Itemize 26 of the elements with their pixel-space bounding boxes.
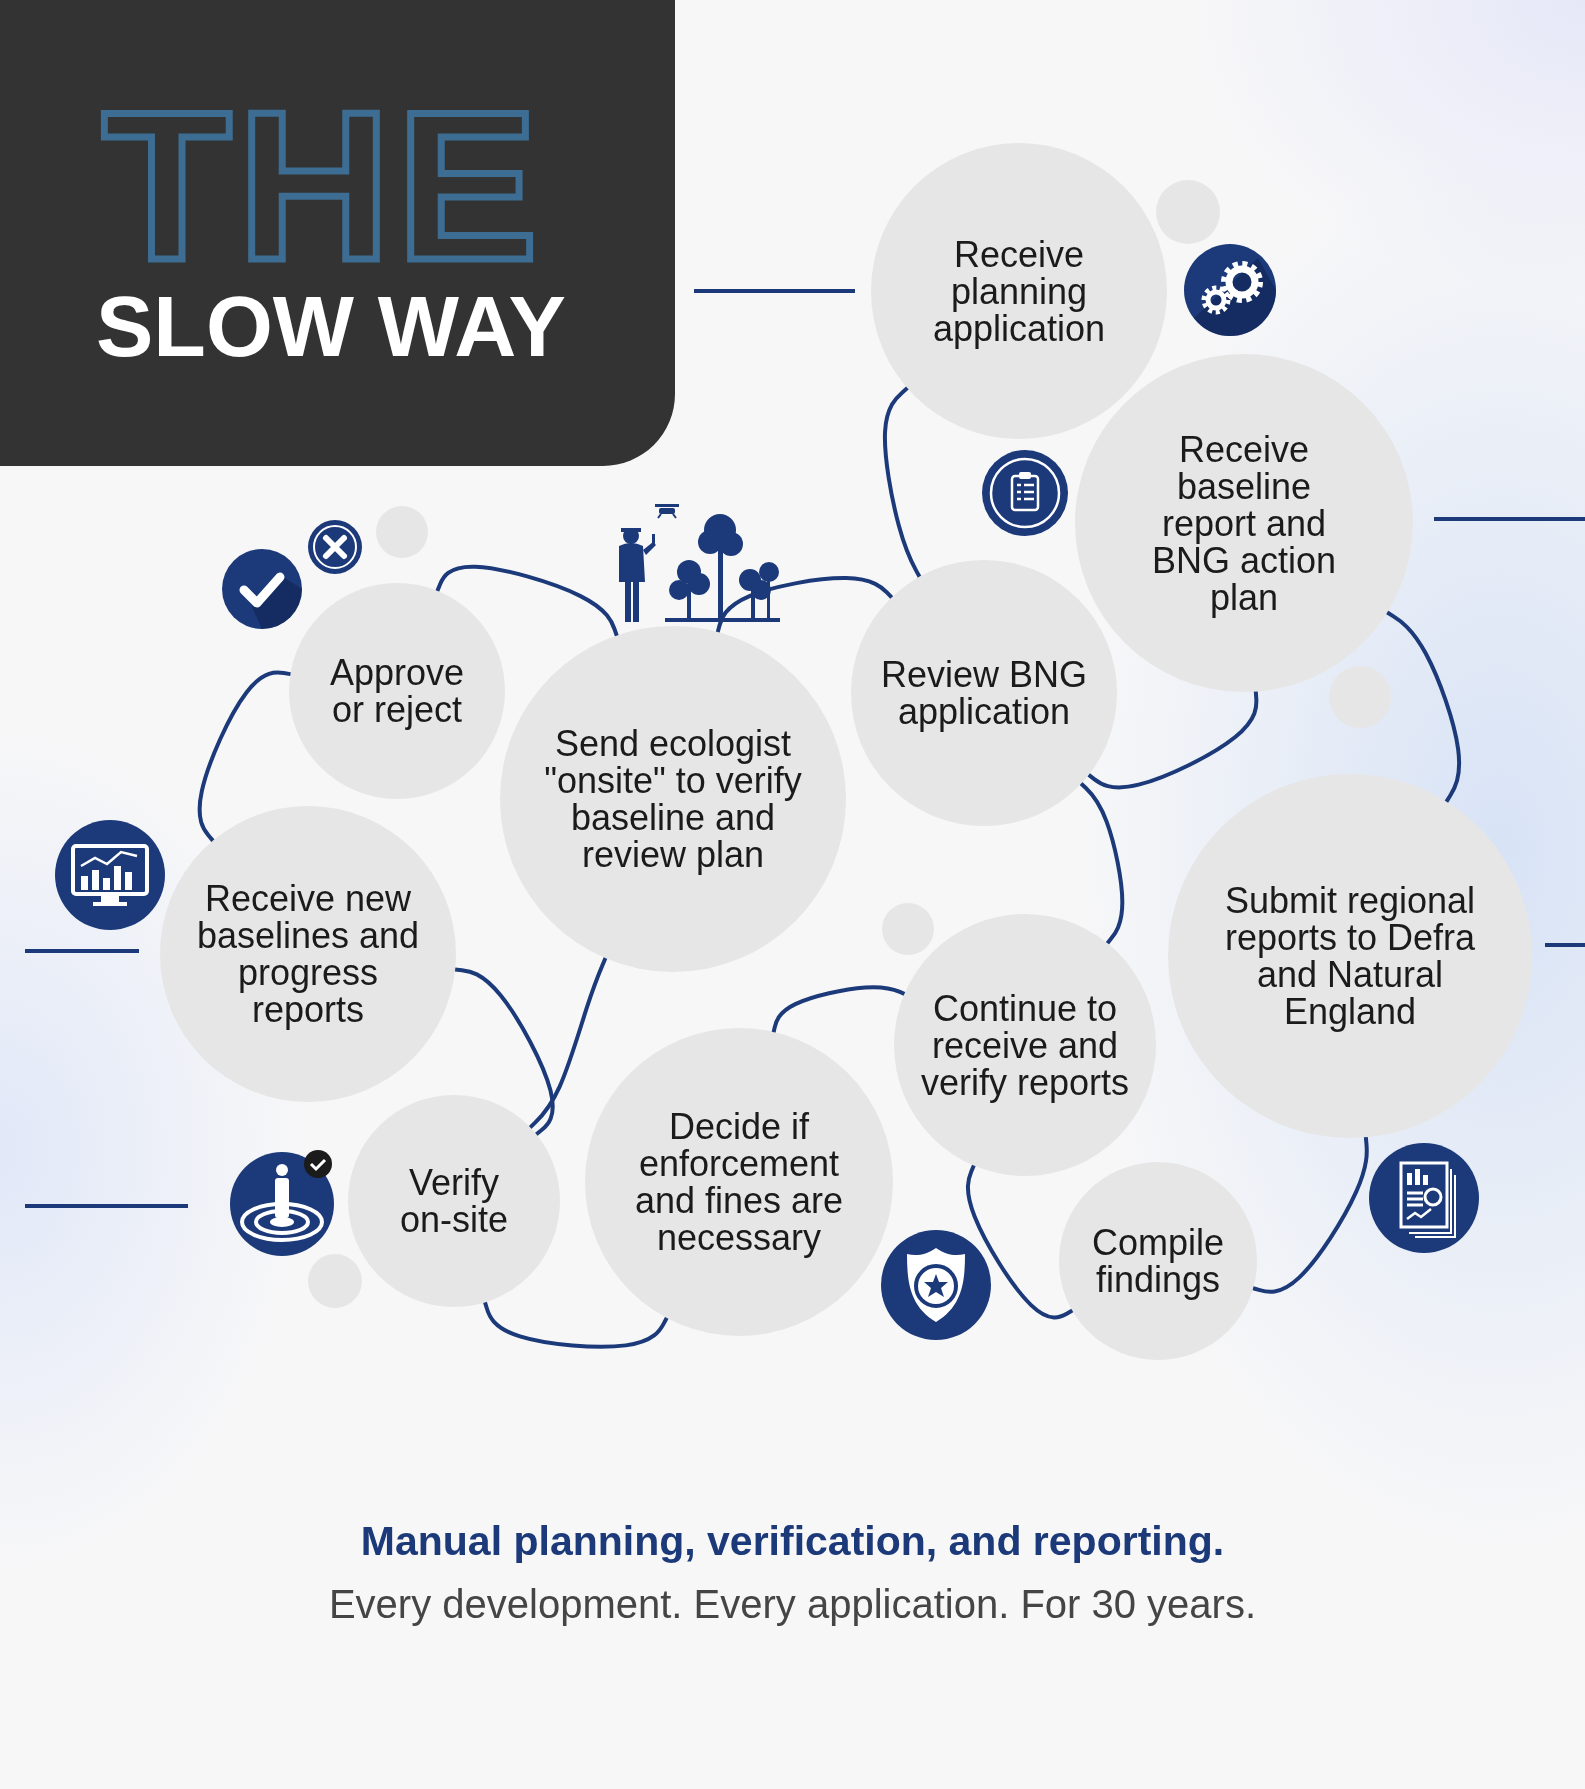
connector-arc [882,386,922,579]
connector-arc [1079,781,1125,946]
step-text: Verify on-site [398,1164,510,1238]
step-text: Compile findings [1090,1224,1225,1298]
connector-arc [453,967,555,1137]
connector-arc [1086,689,1259,790]
connector-arc [965,1163,1075,1320]
step-text: Send ecologist "onsite" to verify baseline and review plan [543,725,803,873]
step-text: Submit regional reports to Defra and Natural England [1223,882,1477,1030]
step-text: Receive new baselines and progress reports [195,880,421,1028]
step-text: Receive baseline report and BNG action plan [1150,430,1338,616]
step-text: Continue to receive and verify reports [920,989,1130,1101]
connector-arc [528,956,608,1130]
connector-arc [1385,610,1462,804]
title: THE SLOW WAY [96,96,567,376]
connector-arc [435,564,619,638]
step-text: Decide if enforcement and fines are necessary [633,1108,845,1256]
step-text: Receive planning application [931,235,1107,347]
connector-arc [483,1300,669,1349]
tagline: Every development. Every application. For 30 years. [327,1582,1258,1627]
step-text: Review BNG application [879,656,1089,730]
connector-arc [715,576,894,634]
connector-arc [1251,1135,1369,1294]
step-text: Approve or reject [328,654,466,728]
caption: Manual planning, verification, and reporting. [359,1518,1226,1565]
connector-arc [771,985,907,1034]
